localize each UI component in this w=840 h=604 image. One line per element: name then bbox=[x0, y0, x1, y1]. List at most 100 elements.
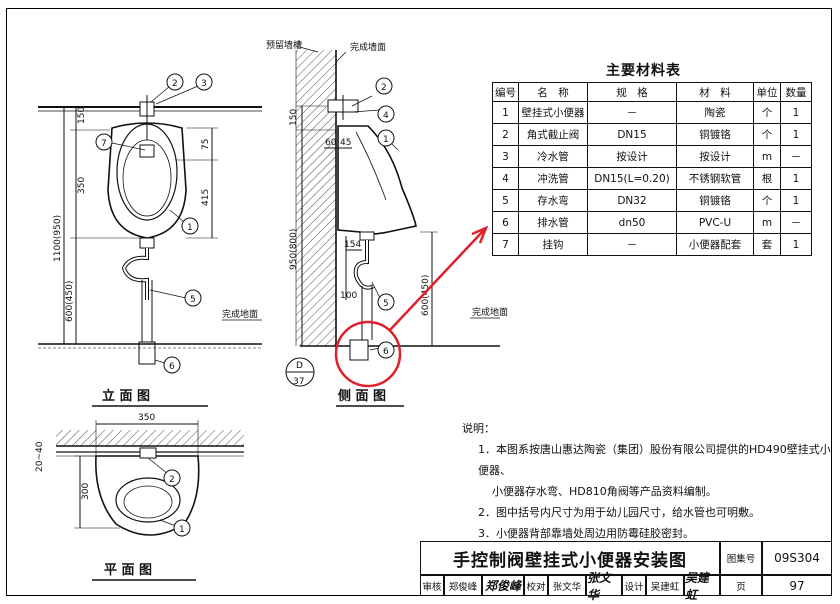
cell-no: 3 bbox=[492, 145, 519, 168]
cell-name: 挂钩 bbox=[518, 233, 588, 256]
plan-view-title: 平 面 图 bbox=[104, 563, 152, 578]
plan-callout-1: 1 bbox=[179, 525, 185, 535]
side-callouts: 2 4 1 5 6 bbox=[375, 77, 395, 359]
cell-no: 5 bbox=[492, 189, 519, 212]
cell-no: 1 bbox=[492, 101, 519, 124]
elevation-dimension-labels: 150 350 75 415 1100(950) 600(450) 完成地面 立… bbox=[53, 107, 258, 404]
callout-5: 5 bbox=[190, 295, 196, 305]
plan-labels: 350 20~40 300 平 面 图 2 1 bbox=[35, 413, 191, 578]
cell-spec: 按设计 bbox=[587, 145, 677, 168]
cell-unit: m bbox=[753, 211, 781, 234]
side-view bbox=[285, 45, 500, 407]
callout-3: 3 bbox=[201, 79, 207, 89]
dim-elev-415: 415 bbox=[201, 189, 211, 206]
cell-name: 冲洗管 bbox=[518, 167, 588, 190]
col-spec: 规 格 bbox=[587, 82, 677, 102]
material-table: 编号 名 称 规 格 材 料 单位 数量 1 壁挂式小便器 － 陶瓷 个 1 2… bbox=[492, 82, 812, 256]
notes-heading: 说明： bbox=[462, 422, 495, 435]
cell-unit: 个 bbox=[753, 101, 781, 124]
check-label: 校对 bbox=[524, 575, 548, 596]
cell-spec: － bbox=[587, 101, 677, 124]
callout-2: 2 bbox=[172, 79, 178, 89]
designer-signature: 吴建虹 bbox=[684, 571, 720, 602]
designer-name: 吴建虹 bbox=[646, 575, 684, 596]
callout-6: 6 bbox=[169, 362, 175, 372]
cell-no: 7 bbox=[492, 233, 519, 256]
finished-floor-left: 完成地面 bbox=[222, 308, 258, 320]
table-row: 4 冲洗管 DN15(L=0.20) 不锈钢软管 根 1 bbox=[492, 167, 812, 190]
col-name: 名 称 bbox=[518, 82, 588, 102]
cell-qty: 1 bbox=[780, 167, 812, 190]
checker-signature: 张文华 bbox=[586, 571, 622, 602]
side-callout-1: 1 bbox=[383, 135, 389, 145]
page-label: 页 bbox=[720, 575, 762, 596]
elevation-view bbox=[38, 85, 262, 407]
cell-qty: 1 bbox=[780, 189, 812, 212]
table-row: 5 存水弯 DN32 铜镀铬 个 1 bbox=[492, 189, 812, 212]
cell-material: 铜镀铬 bbox=[676, 123, 754, 146]
cell-name: 存水弯 bbox=[518, 189, 588, 212]
table-row: 2 角式截止阀 DN15 铜镀铬 个 1 bbox=[492, 123, 812, 146]
detail-letter: D bbox=[296, 361, 303, 371]
cell-unit: 个 bbox=[753, 189, 781, 212]
elevation-callouts: 2 3 7 1 5 6 bbox=[95, 73, 213, 374]
material-table-title: 主要材料表 bbox=[606, 63, 681, 79]
page-number: 97 bbox=[762, 575, 832, 596]
checker-name: 张文华 bbox=[548, 575, 586, 596]
cell-name: 冷水管 bbox=[518, 145, 588, 168]
cell-spec: DN15(L=0.20) bbox=[587, 167, 677, 190]
dim-elev-150: 150 bbox=[77, 107, 87, 124]
cell-material: PVC-U bbox=[676, 211, 754, 234]
note-1: 1．本图系按唐山惠达陶瓷（集团）股份有限公司提供的HD490壁挂式小便器、 bbox=[478, 443, 831, 477]
dim-plan-350: 350 bbox=[138, 413, 155, 423]
dim-side-100: 100 bbox=[340, 291, 357, 301]
callout-7: 7 bbox=[101, 139, 107, 149]
dim-side-150: 150 bbox=[289, 109, 299, 126]
cell-material: 小便器配套 bbox=[676, 233, 754, 256]
col-qty: 数量 bbox=[780, 82, 812, 102]
note-3: 3．小便器背部靠墙处周边用防霉硅胶密封。 bbox=[478, 527, 694, 540]
cell-unit: 个 bbox=[753, 123, 781, 146]
dim-elev-600: 600(450) bbox=[65, 281, 75, 322]
drawing-title: 手控制阀壁挂式小便器安装图 bbox=[420, 541, 720, 575]
side-callout-2: 2 bbox=[381, 83, 387, 93]
cell-spec: dn50 bbox=[587, 211, 677, 234]
wall-reserved-label: 预留墙槽 bbox=[266, 39, 302, 51]
cell-spec: DN15 bbox=[587, 123, 677, 146]
dim-elev-350: 350 bbox=[77, 177, 87, 194]
dim-elev-1100: 1100(950) bbox=[53, 215, 63, 262]
detail-sheet: 37 bbox=[293, 377, 304, 387]
cell-spec: － bbox=[587, 233, 677, 256]
cell-no: 6 bbox=[492, 211, 519, 234]
cell-unit: m bbox=[753, 145, 781, 168]
cell-spec: DN32 bbox=[587, 189, 677, 212]
notes: 说明： 1．本图系按唐山惠达陶瓷（集团）股份有限公司提供的HD490壁挂式小便器… bbox=[462, 418, 840, 544]
review-label: 审核 bbox=[420, 575, 444, 596]
atlas-label: 图集号 bbox=[720, 541, 762, 575]
dim-side-950: 950(800) bbox=[289, 229, 299, 270]
cell-name: 排水管 bbox=[518, 211, 588, 234]
cell-unit: 根 bbox=[753, 167, 781, 190]
finished-wall-label: 完成墙面 bbox=[350, 41, 386, 53]
cell-unit: 套 bbox=[753, 233, 781, 256]
dim-side-154: 154 bbox=[344, 240, 361, 250]
drawing-frame bbox=[6, 8, 832, 596]
cell-qty: － bbox=[780, 211, 812, 234]
col-unit: 单位 bbox=[753, 82, 781, 102]
cell-material: 陶瓷 bbox=[676, 101, 754, 124]
col-material: 材 料 bbox=[676, 82, 754, 102]
col-no: 编号 bbox=[492, 82, 519, 102]
note-1-cont: 小便器存水弯、HD810角阀等产品资料编制。 bbox=[492, 485, 717, 498]
table-row-highlighted: 6 排水管 dn50 PVC-U m － bbox=[492, 211, 812, 234]
cell-name: 角式截止阀 bbox=[518, 123, 588, 146]
callout-1: 1 bbox=[187, 223, 193, 233]
side-view-title: 侧 面 图 bbox=[338, 388, 386, 404]
dim-plan-20-40: 20~40 bbox=[35, 441, 45, 472]
side-callout-4: 4 bbox=[383, 111, 389, 121]
side-callout-6: 6 bbox=[383, 347, 389, 357]
cell-qty: 1 bbox=[780, 233, 812, 256]
reviewer-signature: 郑俊峰 bbox=[482, 575, 524, 596]
cell-material: 铜镀铬 bbox=[676, 189, 754, 212]
design-label: 设计 bbox=[622, 575, 646, 596]
cell-name: 壁挂式小便器 bbox=[518, 101, 588, 124]
